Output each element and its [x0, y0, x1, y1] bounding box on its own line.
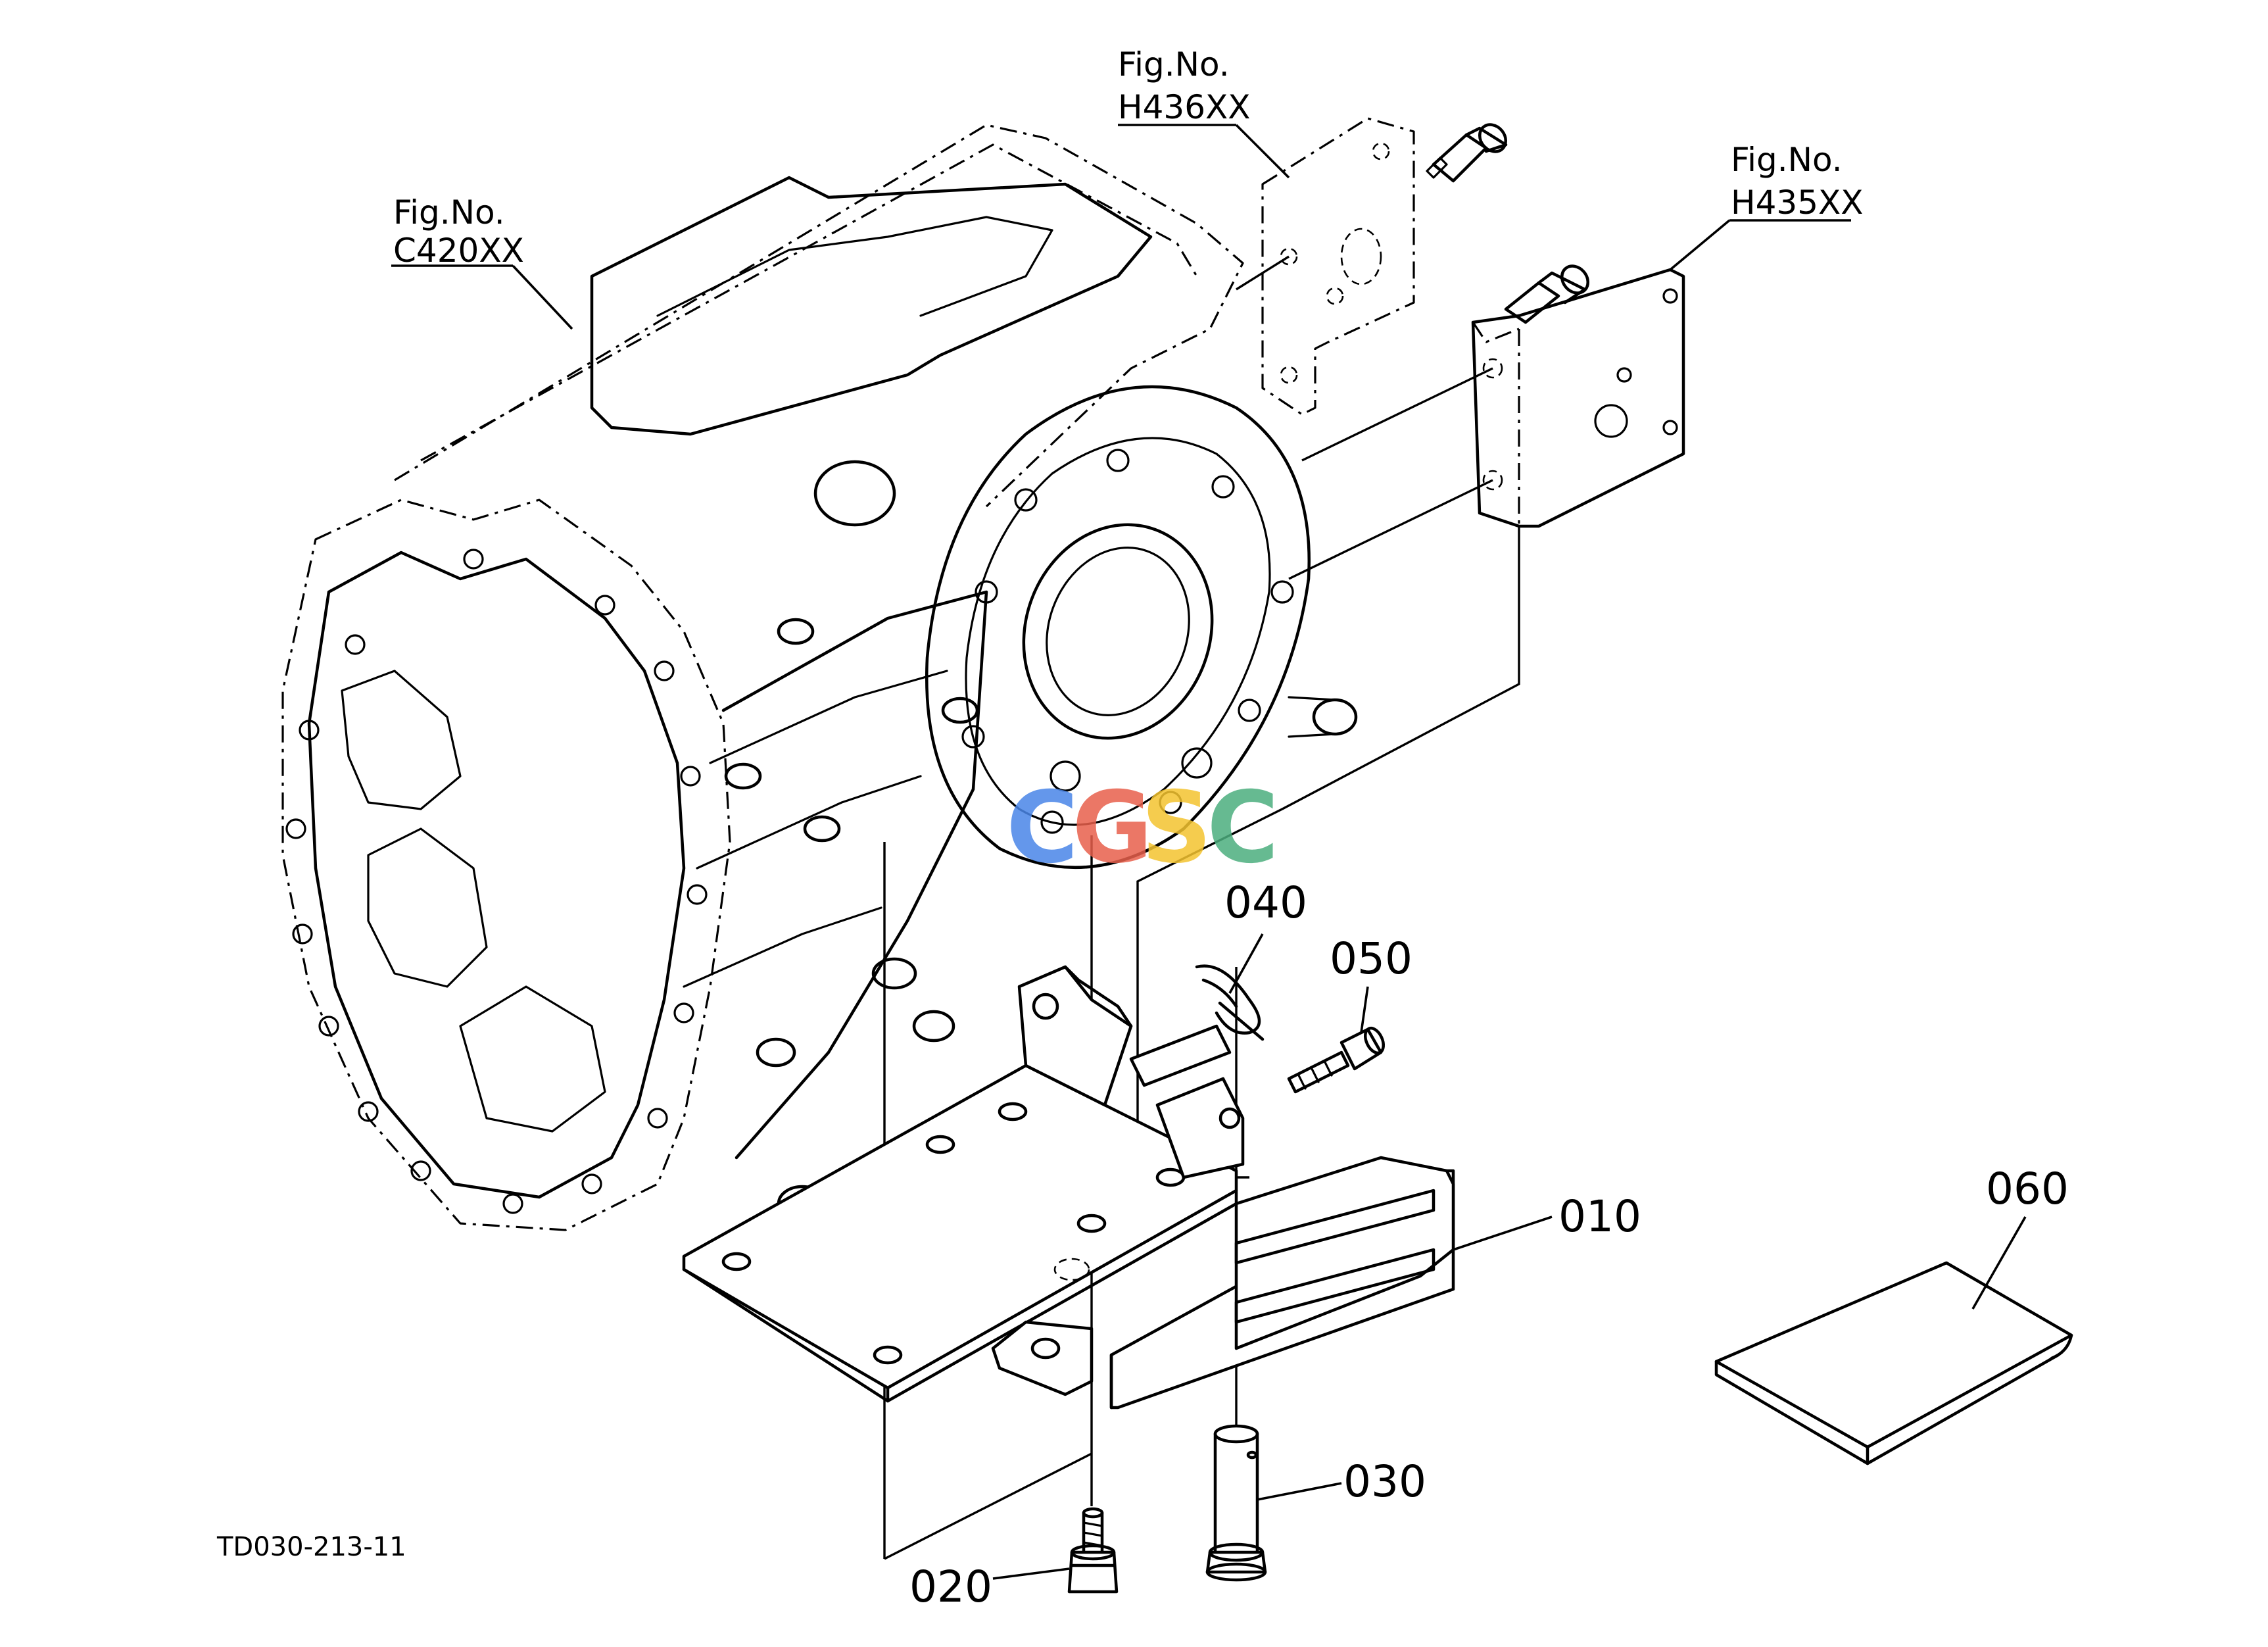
- part-label-060: 060: [1986, 1164, 2069, 1214]
- front-flange: [925, 385, 1311, 869]
- figure-ref-c420: Fig.No. C420XX: [393, 193, 524, 270]
- flange-bolt-holes: [285, 549, 708, 1214]
- bolt-050: [1287, 1026, 1386, 1094]
- fig-ref-label: Fig.No.: [1118, 45, 1230, 84]
- part-label-030: 030: [1343, 1456, 1426, 1507]
- watermark: C G S C: [1006, 771, 1279, 885]
- watermark-letter: C: [1006, 771, 1078, 885]
- part-label-040: 040: [1224, 877, 1307, 928]
- clip-040: [1195, 964, 1265, 1041]
- fig-ref-code: H436XX: [1118, 88, 1251, 126]
- fitting-h435: [1504, 264, 1590, 324]
- drawing-code: TD030-213-11: [216, 1532, 406, 1562]
- leader-lines: [391, 124, 2027, 1580]
- watermark-letter: C: [1207, 771, 1279, 885]
- pin-030: [1205, 1424, 1267, 1582]
- part-label-020: 020: [909, 1561, 992, 1612]
- plate-h436: [1261, 117, 1508, 416]
- fig-ref-label: Fig.No.: [393, 193, 505, 232]
- figure-ref-h435: Fig.No. H435XX: [1731, 141, 1864, 222]
- fitting-h436: [1426, 123, 1508, 183]
- transmission-case: [281, 124, 1358, 1231]
- bracket-holes: [721, 1102, 1186, 1365]
- sheet-060: [1714, 1261, 2073, 1465]
- watermark-letter: G: [1072, 771, 1153, 885]
- fig-ref-code: C420XX: [393, 232, 524, 270]
- case-bosses: [724, 460, 979, 1223]
- fig-ref-code: H435XX: [1731, 184, 1864, 222]
- bolt-020: [1067, 1507, 1119, 1594]
- watermark-letter: S: [1141, 771, 1212, 885]
- plate-h435: [1471, 264, 1685, 528]
- bracket-010: [682, 965, 1455, 1410]
- part-label-050: 050: [1330, 933, 1412, 984]
- fig-ref-label: Fig.No.: [1731, 141, 1843, 179]
- part-label-010: 010: [1558, 1191, 1641, 1242]
- figure-ref-h436: Fig.No. H436XX: [1118, 45, 1251, 126]
